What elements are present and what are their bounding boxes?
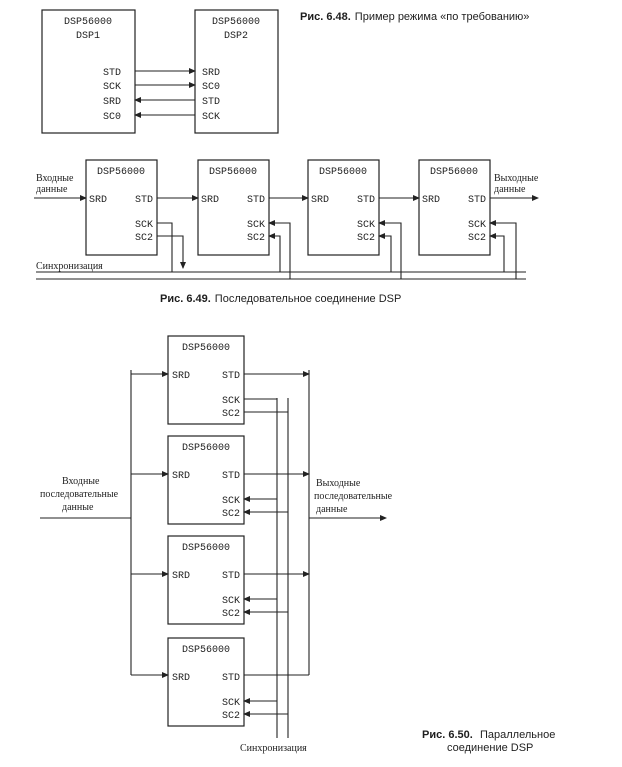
- chip-model: DSP56000: [182, 443, 230, 454]
- pin-std: STD: [222, 371, 240, 382]
- chip3-sc2-wire: [378, 233, 392, 272]
- pin-sc2: SC2: [222, 609, 240, 620]
- fig650-chip-1: DSP56000 SRD STD SCK SC2: [131, 335, 310, 425]
- chip2-sc2-wire: [268, 233, 281, 272]
- fig649-output-label-1: Выходные: [494, 173, 539, 184]
- pin-std: STD: [222, 471, 240, 482]
- pin-std: STD: [468, 195, 486, 206]
- dsp2-name: DSP2: [224, 31, 248, 42]
- pin-sc2: SC2: [222, 711, 240, 722]
- pin-sc2: SC2: [222, 509, 240, 520]
- dsp1-box: [41, 9, 136, 134]
- pin-sck: SCK: [222, 596, 240, 607]
- chip-model: DSP56000: [182, 543, 230, 554]
- fig650-caption-text-1: Параллельное: [480, 729, 555, 741]
- chip-model: DSP56000: [319, 167, 367, 178]
- pin-srd: SRD: [172, 571, 190, 582]
- fig648-caption: Рис. 6.48.Пример режима «по требованию»: [300, 11, 529, 23]
- dsp1-pin-sck: SCK: [103, 82, 121, 93]
- pin-sc2: SC2: [247, 233, 265, 244]
- fig650-caption-num: Рис. 6.50.: [422, 729, 473, 741]
- pin-sc2: SC2: [222, 409, 240, 420]
- dsp2-pin-srd: SRD: [202, 68, 220, 79]
- pin-std: STD: [247, 195, 265, 206]
- fig650-caption-text-2: соединение DSP: [447, 742, 533, 754]
- pin-srd: SRD: [201, 195, 219, 206]
- chip2-sck-wire: [268, 220, 291, 279]
- dsp2-box: [194, 9, 279, 134]
- fig649-output-label-2: данные: [494, 184, 526, 195]
- chip4-sc2-wire: [489, 233, 505, 272]
- pin-sc2: SC2: [468, 233, 486, 244]
- fig649-caption: Рис. 6.49.Последовательное соединение DS…: [160, 293, 401, 305]
- fig650-chip-3: DSP56000 SRD STD SCK SC2: [131, 535, 310, 625]
- fig649-chip-2: DSP56000 SRD STD SCK SC2: [197, 159, 270, 256]
- dsp2-pin-std: STD: [202, 97, 220, 108]
- figure-6-49: Входные данные DSP56000 SRD STD SCK SC2 …: [34, 159, 539, 305]
- fig650-input-label-2: последовательные: [40, 489, 119, 500]
- pin-sc2: SC2: [357, 233, 375, 244]
- fig650-sync-label: Синхронизация: [240, 743, 307, 754]
- chip-model: DSP56000: [97, 167, 145, 178]
- fig650-chip-2: DSP56000 SRD STD SCK SC2: [131, 435, 310, 525]
- fig649-input-label-2: данные: [36, 184, 68, 195]
- chip-model: DSP56000: [182, 343, 230, 354]
- dsp2-model: DSP56000: [212, 17, 260, 28]
- chip3-sck-wire: [378, 220, 402, 279]
- chip-model: DSP56000: [209, 167, 257, 178]
- dsp1-model: DSP56000: [64, 17, 112, 28]
- chip1-sc2-wire: [157, 235, 186, 269]
- pin-sck: SCK: [468, 220, 486, 231]
- pin-srd: SRD: [172, 471, 190, 482]
- pin-srd: SRD: [172, 371, 190, 382]
- figure-6-50: Входные последовательные данные Выходные…: [40, 335, 555, 754]
- dsp1-pin-srd: SRD: [103, 97, 121, 108]
- pin-srd: SRD: [89, 195, 107, 206]
- fig650-output-label-1: Выходные: [316, 478, 361, 489]
- fig649-sync-label: Синхронизация: [36, 261, 103, 272]
- pin-std: STD: [222, 673, 240, 684]
- pin-srd: SRD: [172, 673, 190, 684]
- chip-model: DSP56000: [430, 167, 478, 178]
- pin-std: STD: [357, 195, 375, 206]
- chip4-sck-wire: [489, 220, 517, 279]
- dsp1-pin-std: STD: [103, 68, 121, 79]
- pin-sck: SCK: [135, 220, 153, 231]
- pin-sck: SCK: [247, 220, 265, 231]
- pin-sc2: SC2: [135, 233, 153, 244]
- chip-model: DSP56000: [182, 645, 230, 656]
- pin-sck: SCK: [222, 698, 240, 709]
- fig649-input-label-1: Входные: [36, 173, 74, 184]
- fig649-chip-1: DSP56000 SRD STD SCK SC2: [85, 159, 158, 256]
- pin-std: STD: [135, 195, 153, 206]
- fig650-output-label-2: последовательные: [314, 491, 393, 502]
- fig650-input-label-1: Входные: [62, 476, 100, 487]
- fig650-output-label-3: данные: [316, 504, 348, 515]
- pin-srd: SRD: [422, 195, 440, 206]
- fig649-chip-4: DSP56000 SRD STD SCK SC2: [418, 159, 491, 256]
- pin-sck: SCK: [357, 220, 375, 231]
- pin-srd: SRD: [311, 195, 329, 206]
- pin-sck: SCK: [222, 496, 240, 507]
- fig650-chip-4: DSP56000 SRD STD SCK SC2: [131, 637, 309, 727]
- chip1-sck-wire: [157, 222, 173, 272]
- dsp2-pin-sc0: SC0: [202, 82, 220, 93]
- dsp1-name: DSP1: [76, 31, 100, 42]
- dsp2-pin-sck: SCK: [202, 112, 220, 123]
- fig650-input-label-3: данные: [62, 502, 94, 513]
- pin-std: STD: [222, 571, 240, 582]
- fig649-chip-3: DSP56000 SRD STD SCK SC2: [307, 159, 380, 256]
- pin-sck: SCK: [222, 396, 240, 407]
- dsp1-pin-sc0: SC0: [103, 112, 121, 123]
- figure-6-48: DSP56000 DSP1 STD SCK SRD SC0 DSP56000 D…: [41, 9, 529, 134]
